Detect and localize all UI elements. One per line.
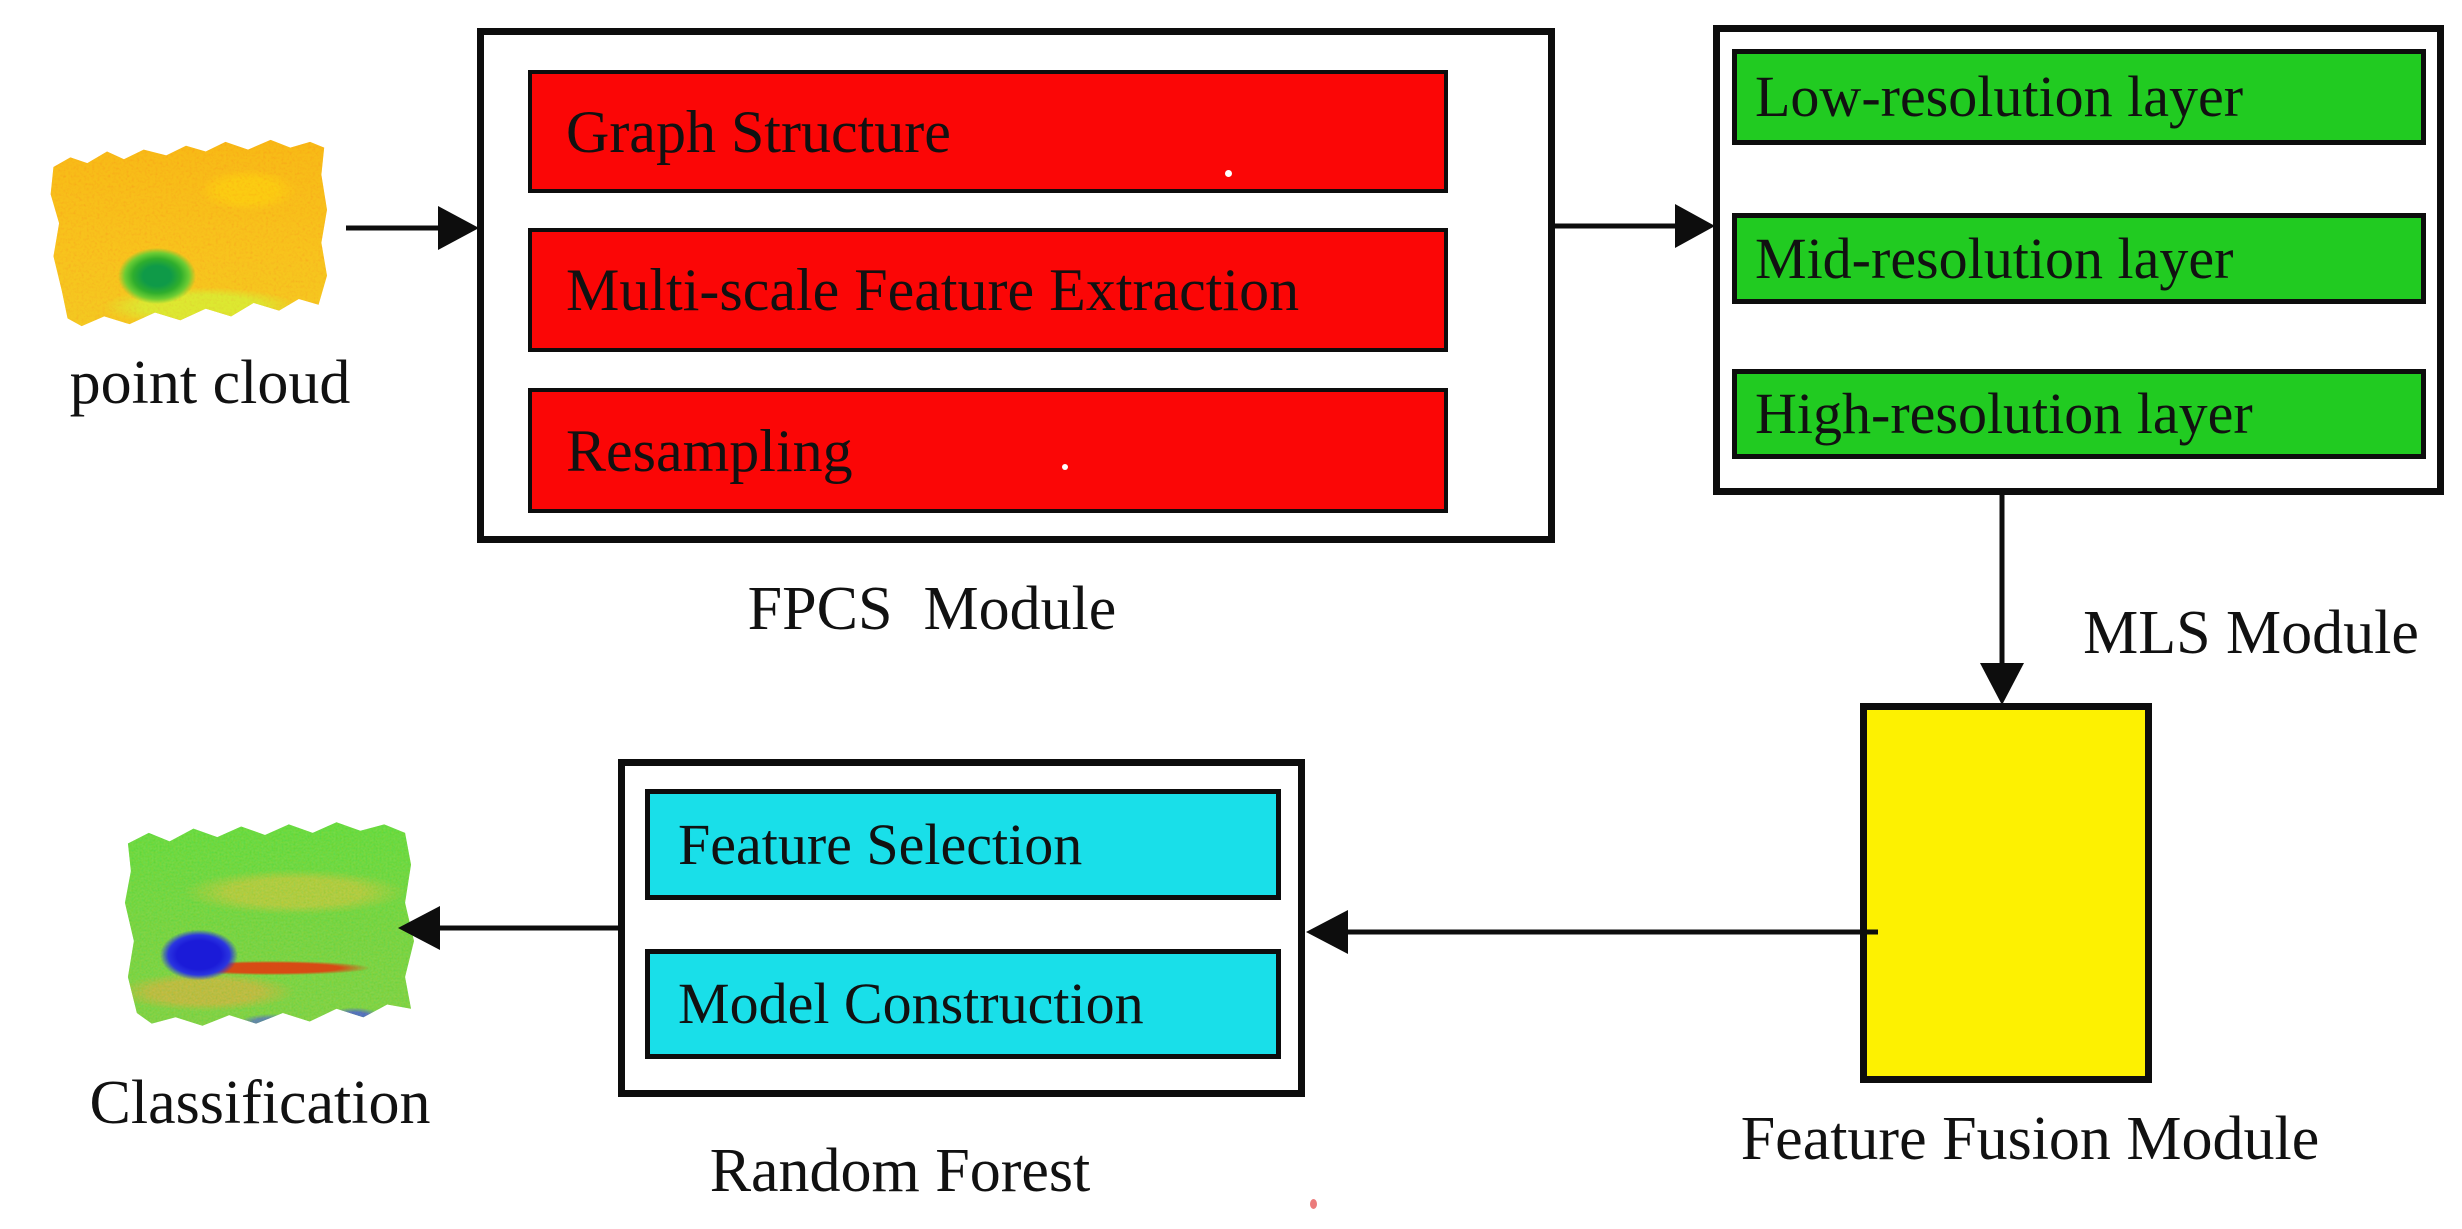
orange-speckle-texture bbox=[50, 139, 327, 327]
mls-item-high-resolution-layer: High-resolution layer bbox=[1732, 369, 2426, 459]
mls-item-label: Mid-resolution layer bbox=[1755, 225, 2234, 291]
point-cloud-image bbox=[50, 139, 327, 327]
white-speck-artifact bbox=[1225, 170, 1232, 177]
random-forest-item-label: Feature Selection bbox=[678, 811, 1083, 877]
mls-item-label: Low-resolution layer bbox=[1755, 64, 2244, 129]
random-forest-item-feature-selection: Feature Selection bbox=[645, 789, 1281, 900]
mls-item-low-resolution-layer: Low-resolution layer bbox=[1732, 49, 2426, 145]
mls-item-mid-resolution-layer: Mid-resolution layer bbox=[1732, 213, 2426, 304]
arrow-mls-to-feature-fusion bbox=[1980, 493, 2024, 705]
random-forest-item-model-construction: Model Construction bbox=[645, 949, 1281, 1059]
fpcs-item-resampling: Resampling bbox=[528, 388, 1448, 513]
arrow-feature-fusion-to-random-forest bbox=[1306, 910, 1878, 954]
arrow-random-forest-to-classification bbox=[398, 906, 620, 950]
fpcs-item-multiscale-feature-extraction: Multi-scale Feature Extraction bbox=[528, 228, 1448, 352]
random-forest-label: Random Forest bbox=[709, 1137, 1091, 1205]
red-speck-artifact bbox=[1310, 1199, 1317, 1209]
green-speckle-texture bbox=[124, 822, 414, 1026]
arrow-fpcs-to-mls bbox=[1553, 204, 1715, 248]
fpcs-item-label: Multi-scale Feature Extraction bbox=[566, 257, 1300, 323]
random-forest-item-label: Model Construction bbox=[678, 971, 1144, 1036]
classification-image bbox=[124, 822, 414, 1026]
point-cloud-label: point cloud bbox=[69, 349, 351, 417]
mls-module-label: MLS Module bbox=[2083, 599, 2419, 667]
white-speck-artifact bbox=[1062, 464, 1068, 470]
fpcs-item-label: Graph Structure bbox=[566, 98, 951, 165]
arrow-point-cloud-to-fpcs bbox=[346, 206, 479, 250]
fpcs-item-label: Resampling bbox=[566, 417, 853, 484]
feature-fusion-module-box bbox=[1860, 703, 2152, 1083]
fpcs-module-label: FPCS Module bbox=[747, 575, 1117, 643]
classification-label: Classification bbox=[89, 1069, 431, 1137]
mls-item-label: High-resolution layer bbox=[1755, 381, 2253, 446]
fpcs-item-graph-structure: Graph Structure bbox=[528, 70, 1448, 193]
feature-fusion-module-label: Feature Fusion Module bbox=[1740, 1105, 2320, 1173]
